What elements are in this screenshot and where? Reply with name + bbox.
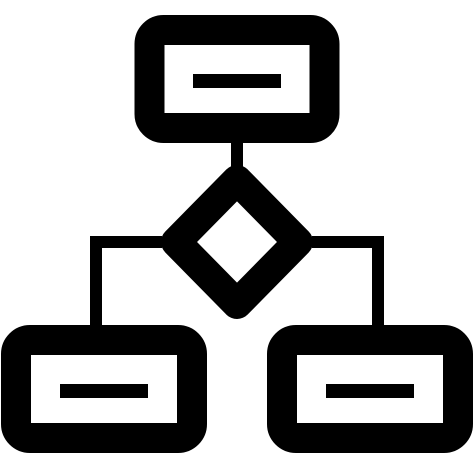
- top-box-bar: [193, 74, 281, 88]
- connector-right-horizontal: [312, 236, 384, 248]
- right-process-box: [267, 325, 473, 453]
- top-process-box: [134, 15, 340, 143]
- connector-left-horizontal: [90, 236, 162, 248]
- decision-diamond: [161, 165, 313, 319]
- left-process-box: [1, 325, 207, 453]
- connector-right-vertical: [372, 236, 384, 328]
- connector-lines: [90, 143, 384, 328]
- connector-left-vertical: [90, 236, 102, 328]
- right-box-bar: [326, 384, 414, 398]
- left-box-bar: [60, 384, 148, 398]
- connector-top: [231, 143, 243, 167]
- diamond-shape: [161, 165, 313, 319]
